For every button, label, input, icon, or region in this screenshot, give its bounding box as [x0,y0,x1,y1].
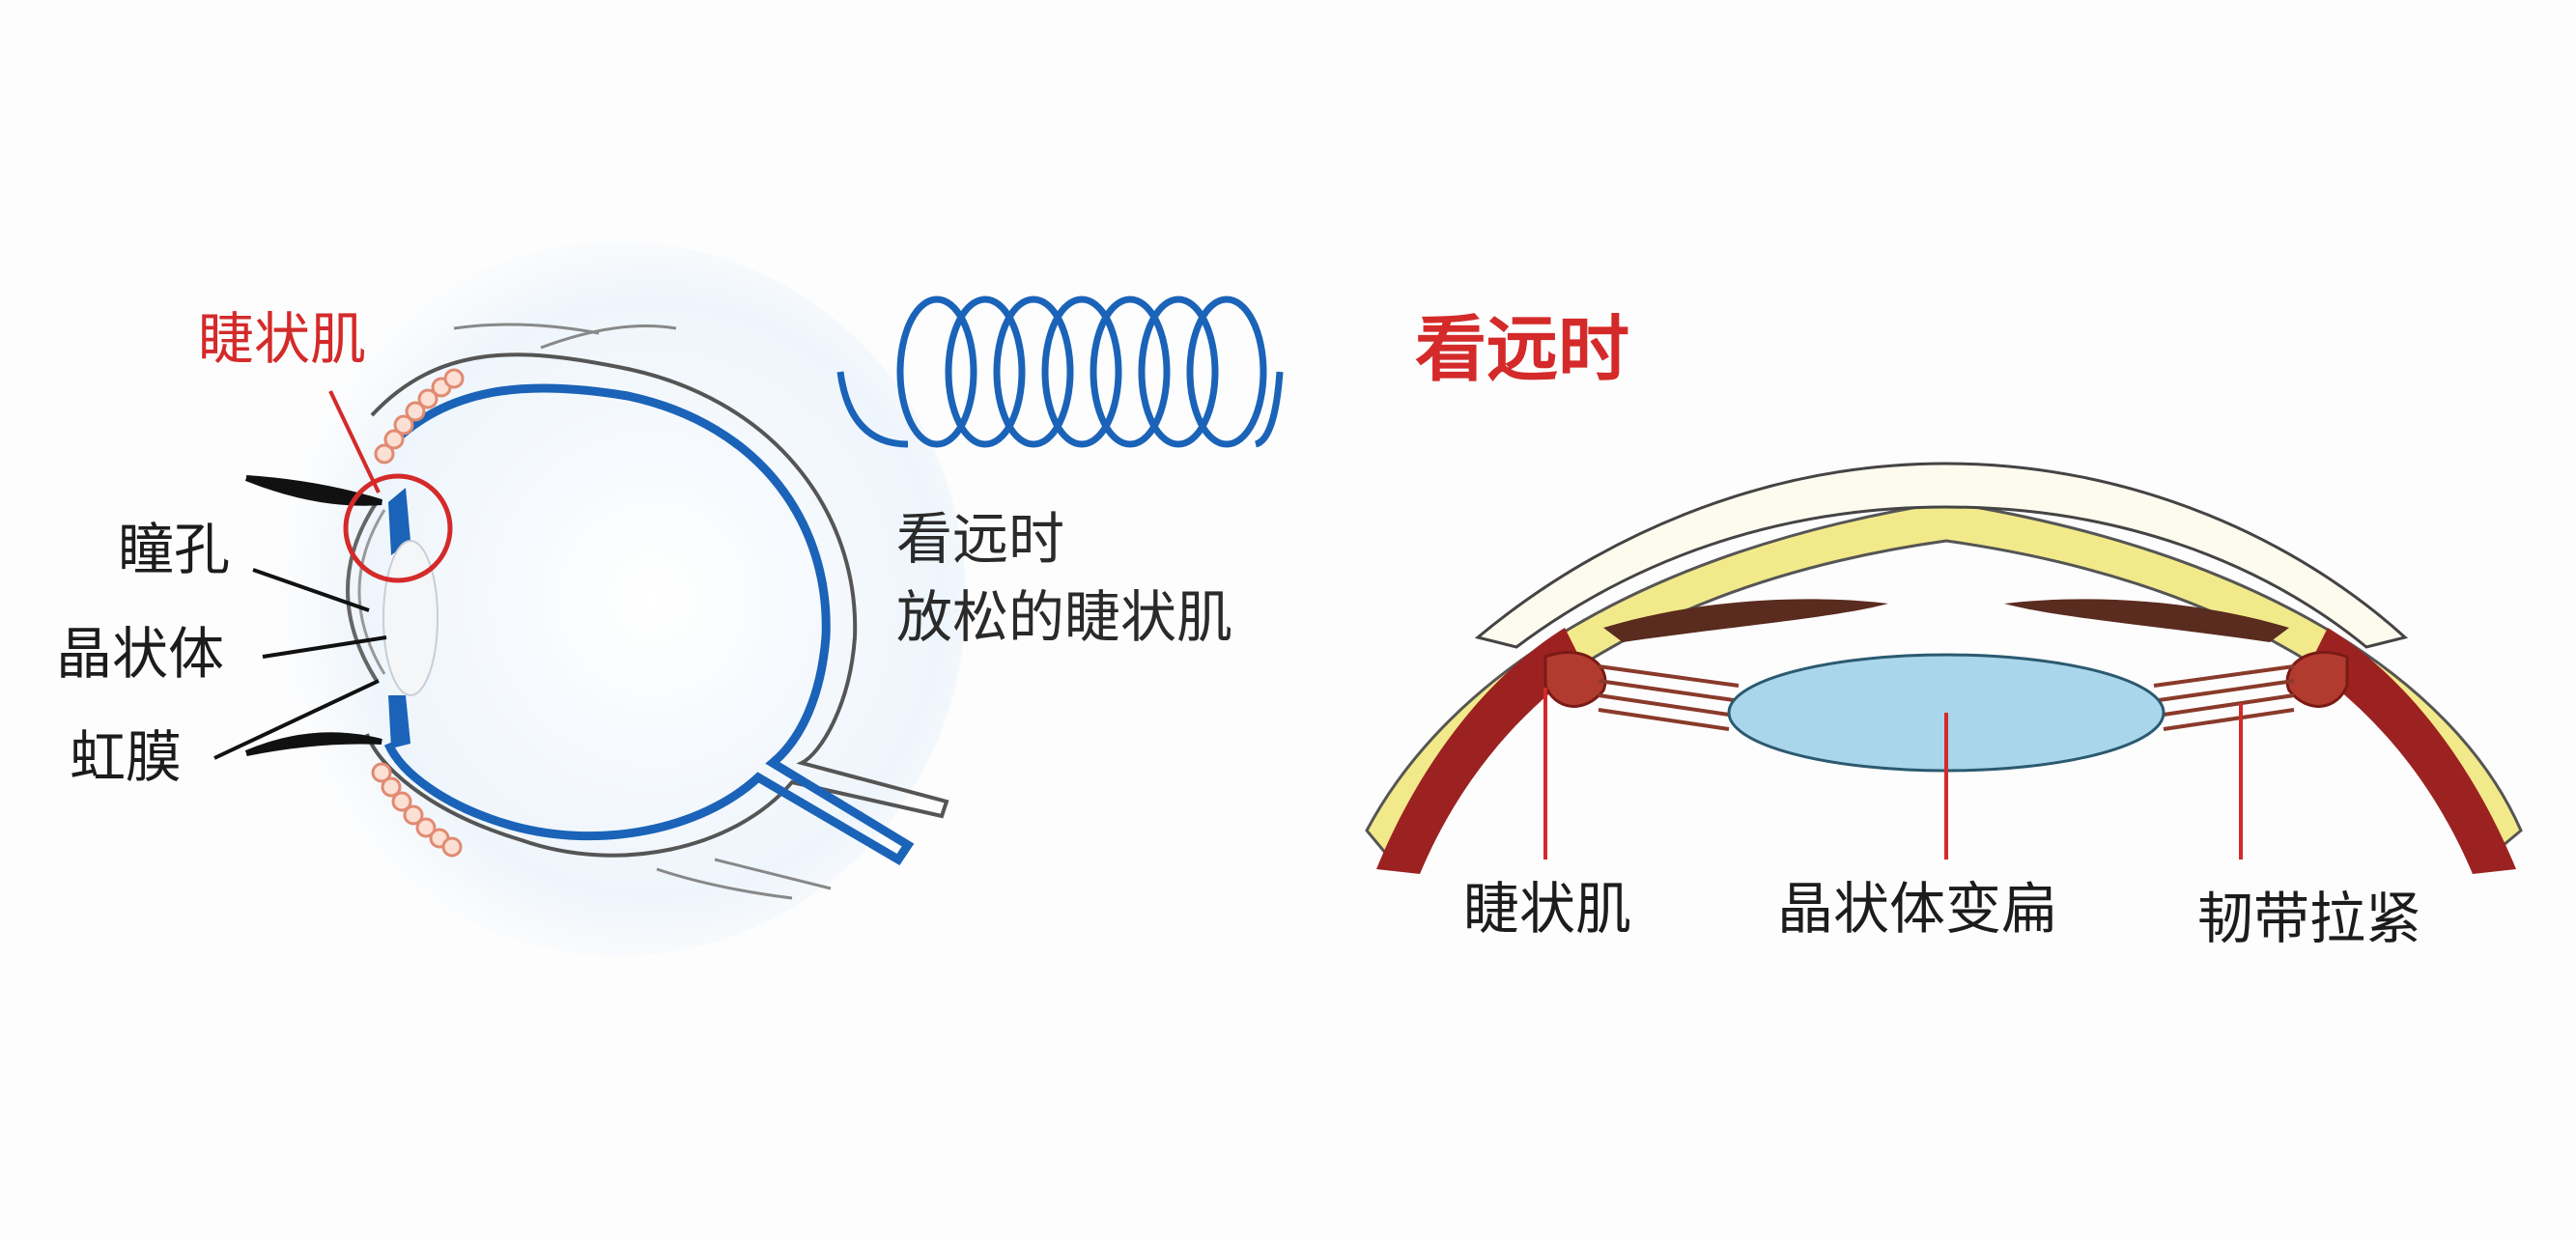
label-lens: 晶状体 [56,621,225,687]
lens-detail [1365,462,2523,874]
right-title: 看远时 [1415,308,1629,391]
leader-ciliary [328,390,381,493]
label-pupil: 瞳孔 [118,517,231,582]
eyeball-cross-section [213,241,966,956]
highlight-circle [343,473,453,583]
spring-caption-line2: 放松的睫状肌 [896,584,1233,651]
label-ciliary-muscle-right: 睫状肌 [1463,876,1632,942]
label-iris: 虹膜 [70,724,183,790]
label-lens-flattened: 晶状体变扁 [1777,876,2058,942]
leader-lens [262,635,387,659]
leader-pupil [252,568,370,612]
spring-caption: 看远时 放松的睫状肌 [896,500,1232,657]
relaxed-muscle-spring [836,296,1284,448]
label-zonule-tight: 韧带拉紧 [2197,886,2422,951]
spring-caption-line1: 看远时 [896,506,1065,572]
label-ciliary-muscle: 睫状肌 [198,306,367,372]
leader-iris [213,679,380,760]
